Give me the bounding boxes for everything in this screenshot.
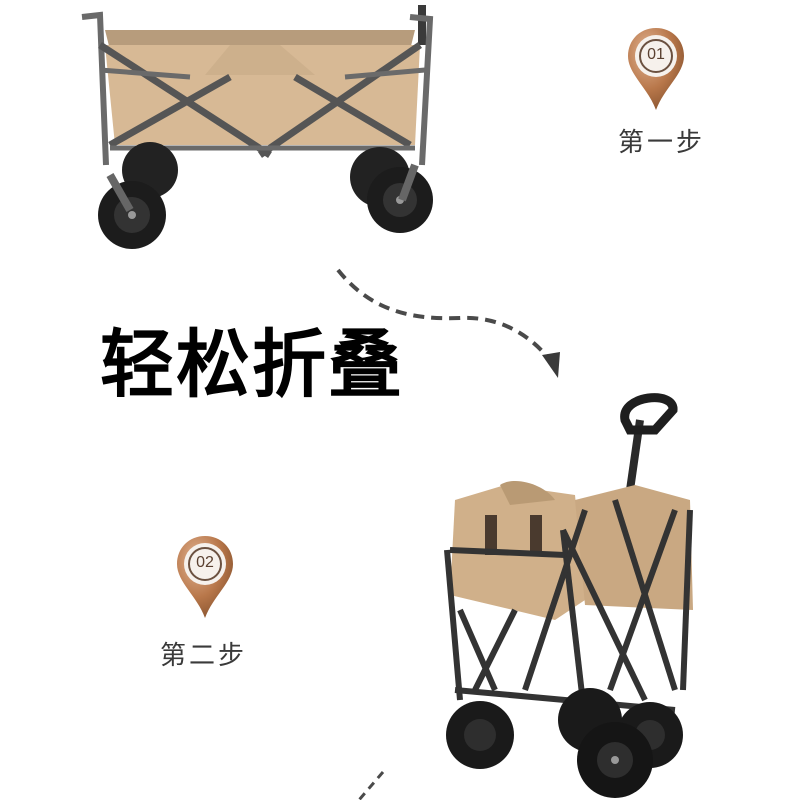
- step-2-number: 02: [196, 554, 214, 571]
- step-2-label: 第二步: [160, 641, 248, 671]
- headline: 轻松折叠: [100, 322, 404, 408]
- step-1-label: 第一步: [618, 128, 706, 158]
- unfolded-wagon-image: [70, 5, 450, 250]
- step-1-pin-marker: 01: [626, 26, 686, 112]
- folded-wagon-image: [435, 390, 705, 800]
- dashed-line-fragment: [355, 770, 395, 800]
- dashed-arrow-icon: [330, 260, 570, 385]
- step-2-pin-marker: 02: [175, 534, 235, 620]
- step-1-number: 01: [647, 46, 665, 63]
